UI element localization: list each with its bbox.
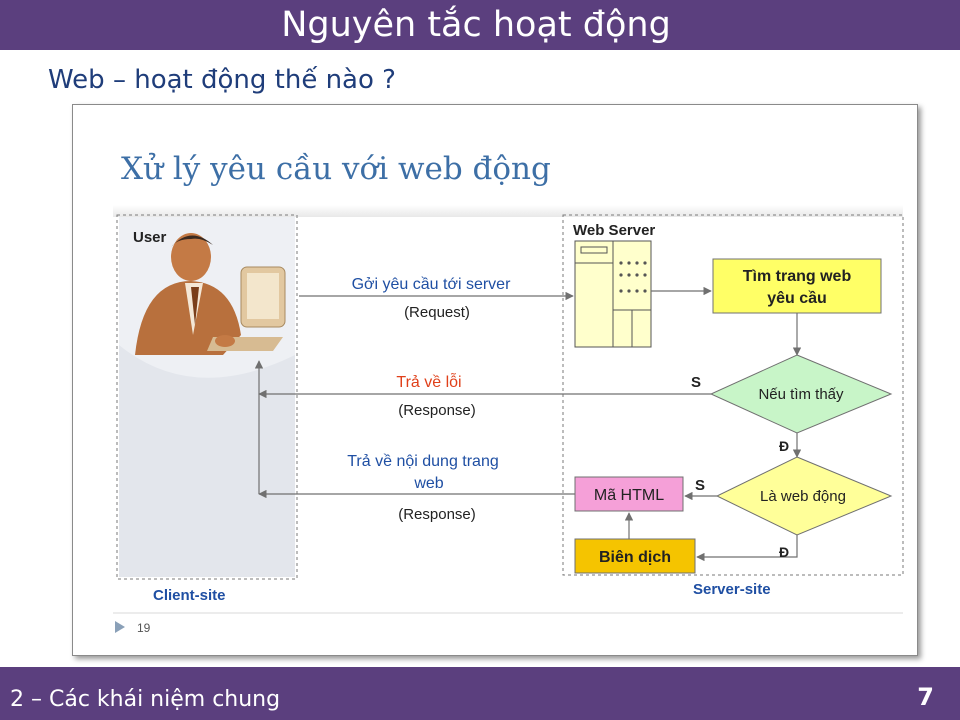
if-found-label: Nếu tìm thấy (758, 386, 844, 403)
error-sub-label: (Response) (398, 402, 476, 419)
find-page-label-2: yêu cầu (767, 290, 827, 307)
footer-bar (0, 667, 960, 720)
request-sub-label: (Request) (404, 304, 470, 321)
server-site-region (562, 214, 904, 576)
figure-title: Xử lý yêu cầu với web động (121, 151, 551, 187)
figure-page-marker: 19 (137, 621, 151, 635)
user-illustration: User (119, 217, 295, 577)
error-label: Trả về lỗi (396, 372, 461, 391)
slide-subtitle: Web – hoạt động thế nào ? (48, 65, 396, 95)
html-code-box (574, 476, 684, 512)
title-bar (0, 0, 960, 50)
server-site-label: Server-site (693, 581, 771, 598)
user-label: User (133, 229, 167, 246)
compile-label: Biên dịch (599, 549, 671, 566)
s-label-1: S (691, 374, 701, 391)
d-label-1: Đ (779, 438, 789, 454)
flow-diagram: User Client-site Server-site Web Server … (113, 214, 904, 635)
content-label-2: web (413, 475, 443, 492)
content-sub-label: (Response) (398, 506, 476, 523)
request-label: Gởi yêu cầu tới server (352, 276, 511, 293)
is-dynamic-label: Là web động (760, 488, 846, 505)
content-label-1: Trả về nội dung trang (347, 453, 499, 470)
s-label-2: S (695, 477, 705, 494)
compile-box (574, 538, 696, 574)
web-server-icon (574, 240, 652, 348)
page-number: 7 (917, 683, 934, 711)
client-site-label: Client-site (153, 587, 226, 604)
slide-title: Nguyên tắc hoạt động (281, 5, 671, 45)
web-server-label: Web Server (573, 222, 655, 239)
play-marker-icon (115, 621, 125, 633)
find-page-label-1: Tìm trang web (743, 268, 852, 285)
dynamic-to-compile-arrow (696, 535, 798, 562)
html-code-label: Mã HTML (594, 487, 664, 504)
diagram-figure: Xử lý yêu cầu với web động User Cli (72, 104, 918, 656)
d-label-2: Đ (779, 544, 789, 560)
figure-title-underline (113, 205, 903, 217)
find-page-box (712, 258, 882, 314)
client-site-region (116, 214, 298, 580)
footer-text: 2 – Các khái niệm chung (10, 687, 281, 712)
